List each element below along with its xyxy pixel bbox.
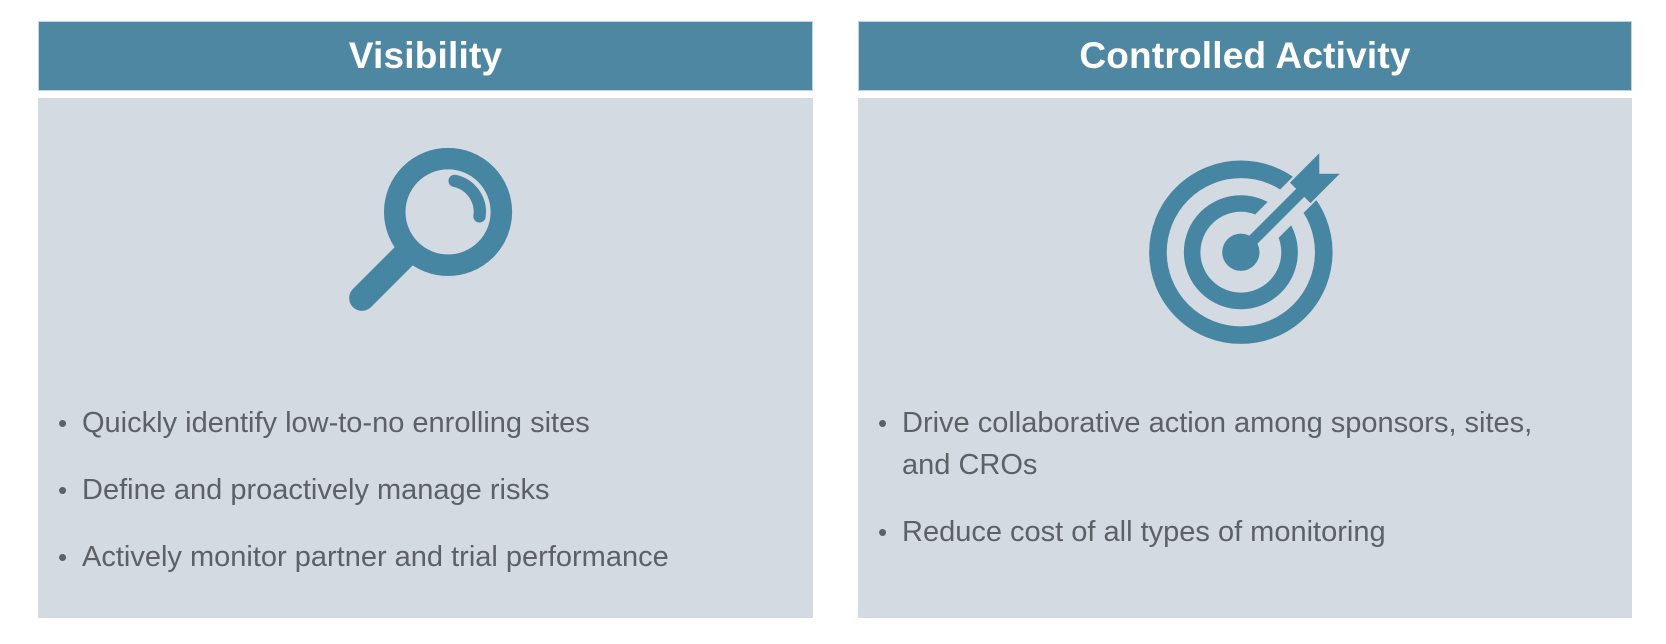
controlled-activity-bullet-list: • Drive collaborative action among spons… bbox=[858, 402, 1632, 553]
bullet-text: Define and proactively manage risks bbox=[82, 474, 550, 506]
visibility-icon-area bbox=[38, 98, 813, 368]
magnifying-glass-icon bbox=[349, 147, 513, 311]
bullet-dot: • bbox=[58, 475, 68, 505]
visibility-bullet-list: • Quickly identify low-to-no enrolling s… bbox=[38, 402, 813, 578]
controlled-activity-card-title: Controlled Activity bbox=[1079, 35, 1411, 76]
controlled-activity-card-body: • Drive collaborative action among spons… bbox=[858, 98, 1632, 618]
bullet-dot: • bbox=[58, 542, 68, 572]
bullet-text: Actively monitor partner and trial perfo… bbox=[82, 541, 669, 573]
target-arrow-icon bbox=[1149, 147, 1346, 344]
visibility-card: Visibility • Quickly identify low-to-no … bbox=[38, 21, 813, 618]
visibility-card-body: • Quickly identify low-to-no enrolling s… bbox=[38, 98, 813, 618]
bullet-text: Drive collaborative action among sponsor… bbox=[902, 407, 1533, 481]
controlled-activity-icon-area bbox=[858, 98, 1632, 368]
visibility-card-header: Visibility bbox=[38, 21, 813, 91]
bullet-dot: • bbox=[58, 408, 68, 438]
controlled-activity-card-header: Controlled Activity bbox=[858, 21, 1632, 91]
bullet-item: • Actively monitor partner and trial per… bbox=[58, 536, 783, 578]
bullet-dot: • bbox=[878, 408, 888, 438]
controlled-activity-card: Controlled Activity • Drive collabor bbox=[858, 21, 1632, 618]
bullet-text: Quickly identify low-to-no enrolling sit… bbox=[82, 407, 590, 439]
bullet-item: • Define and proactively manage risks bbox=[58, 469, 783, 511]
visibility-card-title: Visibility bbox=[348, 35, 503, 76]
bullet-item: • Drive collaborative action among spons… bbox=[878, 402, 1602, 486]
bullet-dot: • bbox=[878, 517, 888, 547]
bullet-text: Reduce cost of all types of monitoring bbox=[902, 516, 1386, 548]
bullet-item: • Reduce cost of all types of monitoring bbox=[878, 511, 1602, 553]
bullet-item: • Quickly identify low-to-no enrolling s… bbox=[58, 402, 783, 444]
